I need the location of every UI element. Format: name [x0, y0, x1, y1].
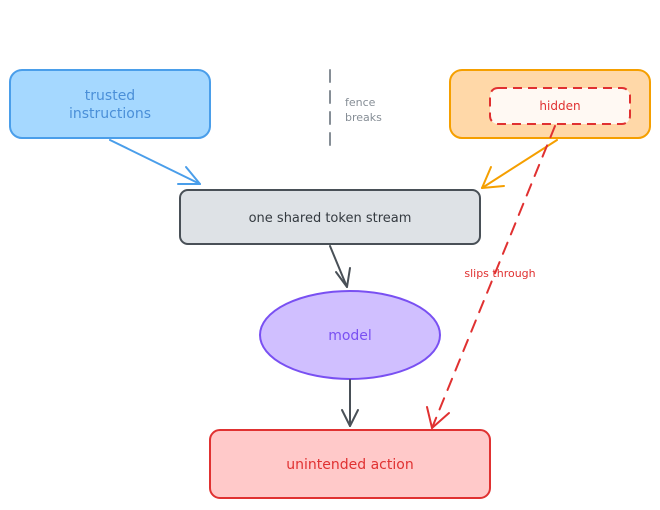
hidden-label: hidden: [539, 99, 580, 113]
untrusted-content-node: hidden: [449, 69, 651, 139]
model-to-action-arrow: [341, 379, 359, 427]
unintended-action-label: unintended action: [286, 457, 413, 473]
fence-label-line2: breaks: [345, 111, 382, 124]
unintended-action-node: unintended action: [209, 429, 491, 499]
hidden-to-action-dashed-arrow: [426, 125, 556, 429]
token-stream-box: [179, 189, 481, 245]
untrusted-to-stream-arrow: [481, 139, 558, 189]
unintended-action-box: [209, 429, 491, 499]
model-node: model: [259, 290, 441, 380]
trusted-label-line2: instructions: [69, 106, 151, 122]
stream-to-model-arrow: [329, 245, 351, 288]
fence-annotation: fence breaks: [329, 69, 382, 151]
token-stream-label: one shared token stream: [249, 211, 412, 226]
hidden-instruction-box: [489, 87, 631, 125]
fence-label-line1: fence: [345, 96, 376, 109]
trusted-instructions-box: [9, 69, 211, 139]
trusted-to-stream-arrow: [109, 139, 201, 185]
model-label: model: [328, 328, 372, 344]
slips-through-label: slips through: [464, 267, 535, 280]
trusted-instructions-node: trusted instructions: [9, 69, 211, 139]
edges: [109, 125, 558, 429]
trusted-label-line1: trusted: [85, 88, 135, 104]
token-stream-node: one shared token stream: [179, 189, 481, 245]
